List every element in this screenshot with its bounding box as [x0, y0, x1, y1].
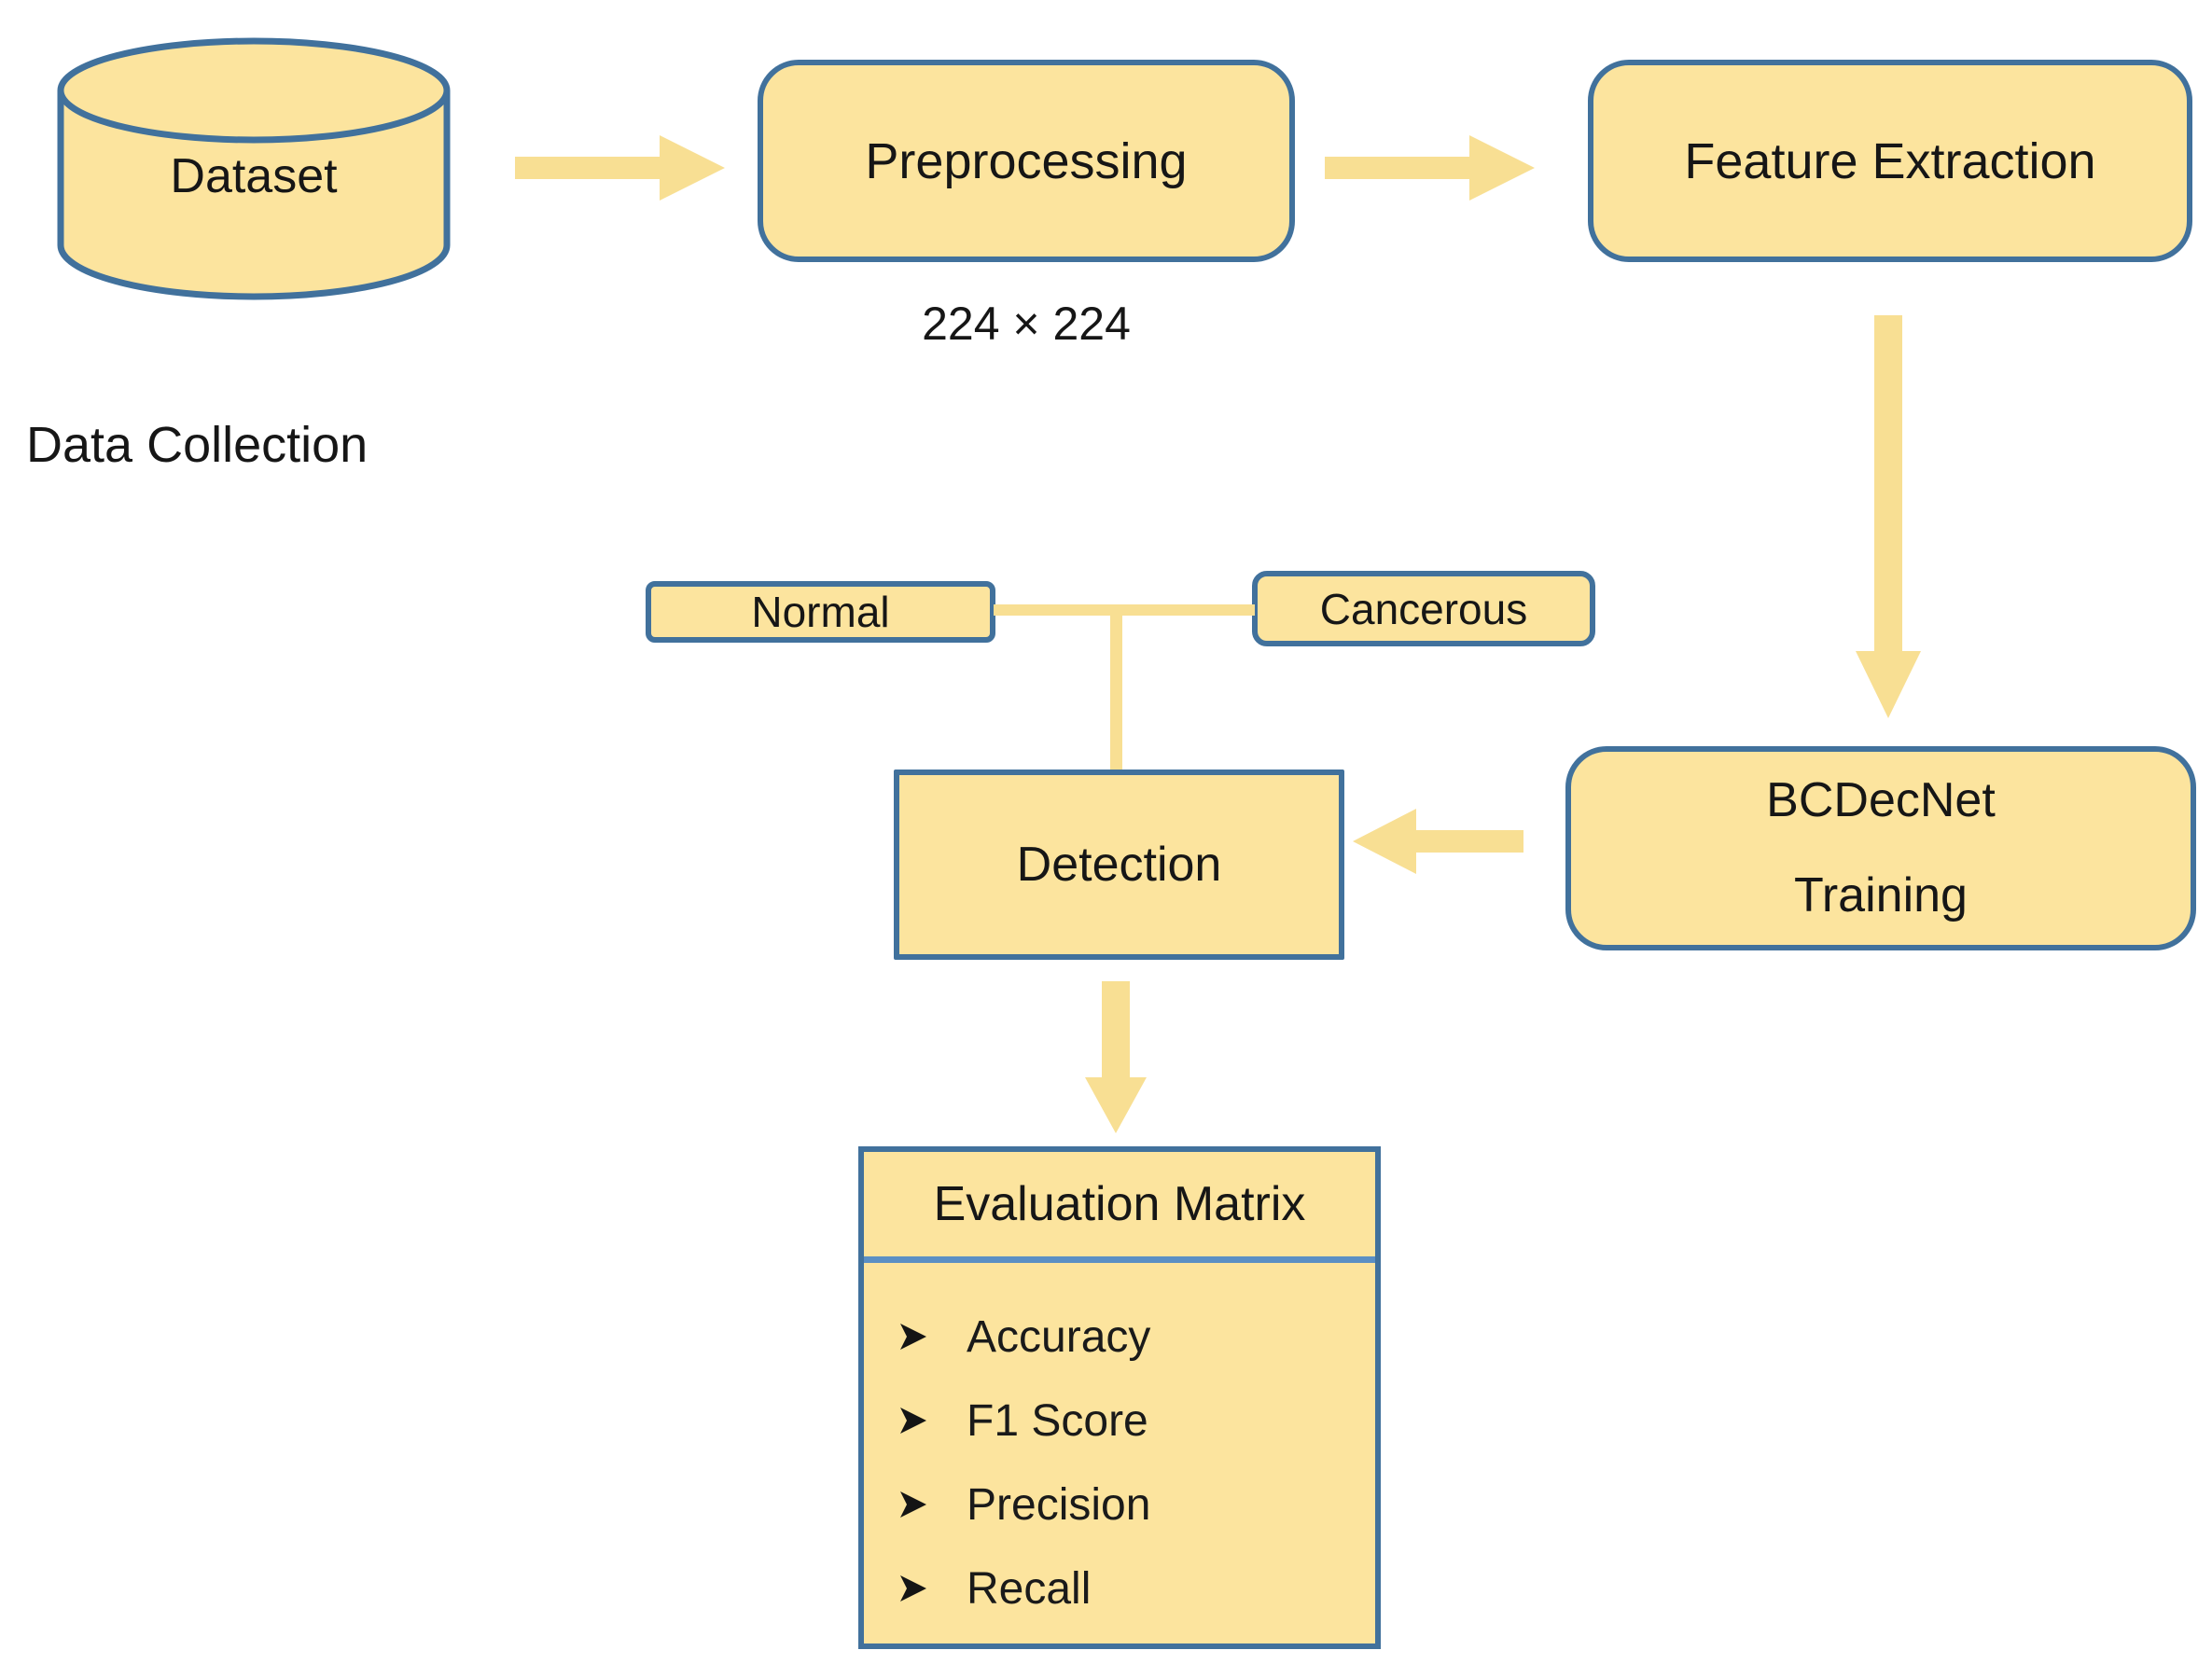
- evaluation-matrix-header: Evaluation Matrix: [933, 1177, 1306, 1231]
- arrow-bullet-icon: [900, 1324, 926, 1350]
- detection-label: Detection: [1016, 838, 1222, 892]
- preprocessing-node: Preprocessing: [758, 60, 1295, 262]
- evaluation-metric-list: Accuracy F1 Score Precision Recall: [864, 1263, 1375, 1630]
- connector-normal-cancerous-line: [994, 604, 1255, 616]
- arrow-bullet-icon: [900, 1575, 926, 1602]
- evaluation-matrix-node: Evaluation Matrix Accuracy F1 Score Prec…: [858, 1146, 1381, 1649]
- arrow-bcdecnet-to-detection-icon: [1353, 809, 1523, 874]
- cancerous-label: Cancerous: [1319, 584, 1528, 633]
- bcdecnet-label-line1: BCDecNet: [1766, 773, 1996, 828]
- bcdecnet-training-node: BCDecNet Training: [1565, 746, 2196, 950]
- list-item-accuracy: Accuracy: [897, 1295, 1375, 1379]
- data-collection-label: Data Collection: [26, 417, 369, 473]
- cylinder-icon: [57, 37, 451, 300]
- connector-classes-to-detection-line: [1110, 610, 1122, 771]
- arrow-feature-extraction-to-bcdecnet-icon: [1856, 315, 1921, 718]
- evaluation-header-divider: [864, 1256, 1375, 1263]
- normal-label: Normal: [751, 588, 890, 636]
- list-item-precision: Precision: [897, 1463, 1375, 1546]
- arrow-detection-to-evaluation-icon: [1085, 981, 1147, 1133]
- metric-label: F1 Score: [967, 1395, 1148, 1446]
- list-item-recall: Recall: [897, 1546, 1375, 1630]
- cancerous-class-node: Cancerous: [1252, 571, 1595, 646]
- feature-extraction-label: Feature Extraction: [1684, 132, 2096, 189]
- list-item-f1-score: F1 Score: [897, 1379, 1375, 1463]
- metric-label: Recall: [967, 1563, 1092, 1614]
- feature-extraction-node: Feature Extraction: [1588, 60, 2192, 262]
- bcdecnet-label-line2: Training: [1794, 867, 1968, 922]
- arrow-bullet-icon: [900, 1408, 926, 1434]
- arrow-bullet-icon: [900, 1491, 926, 1518]
- metric-label: Accuracy: [967, 1311, 1151, 1362]
- detection-node: Detection: [894, 770, 1344, 960]
- arrow-preprocessing-to-feature-extraction-icon: [1325, 135, 1535, 201]
- normal-class-node: Normal: [646, 581, 995, 643]
- arrow-dataset-to-preprocessing-icon: [515, 135, 725, 201]
- preprocessing-size-note: 224 × 224: [922, 298, 1131, 350]
- preprocessing-label: Preprocessing: [865, 132, 1188, 189]
- metric-label: Precision: [967, 1479, 1151, 1530]
- dataset-cylinder-node: Dataset: [57, 36, 451, 300]
- dataset-label: Dataset: [170, 149, 338, 203]
